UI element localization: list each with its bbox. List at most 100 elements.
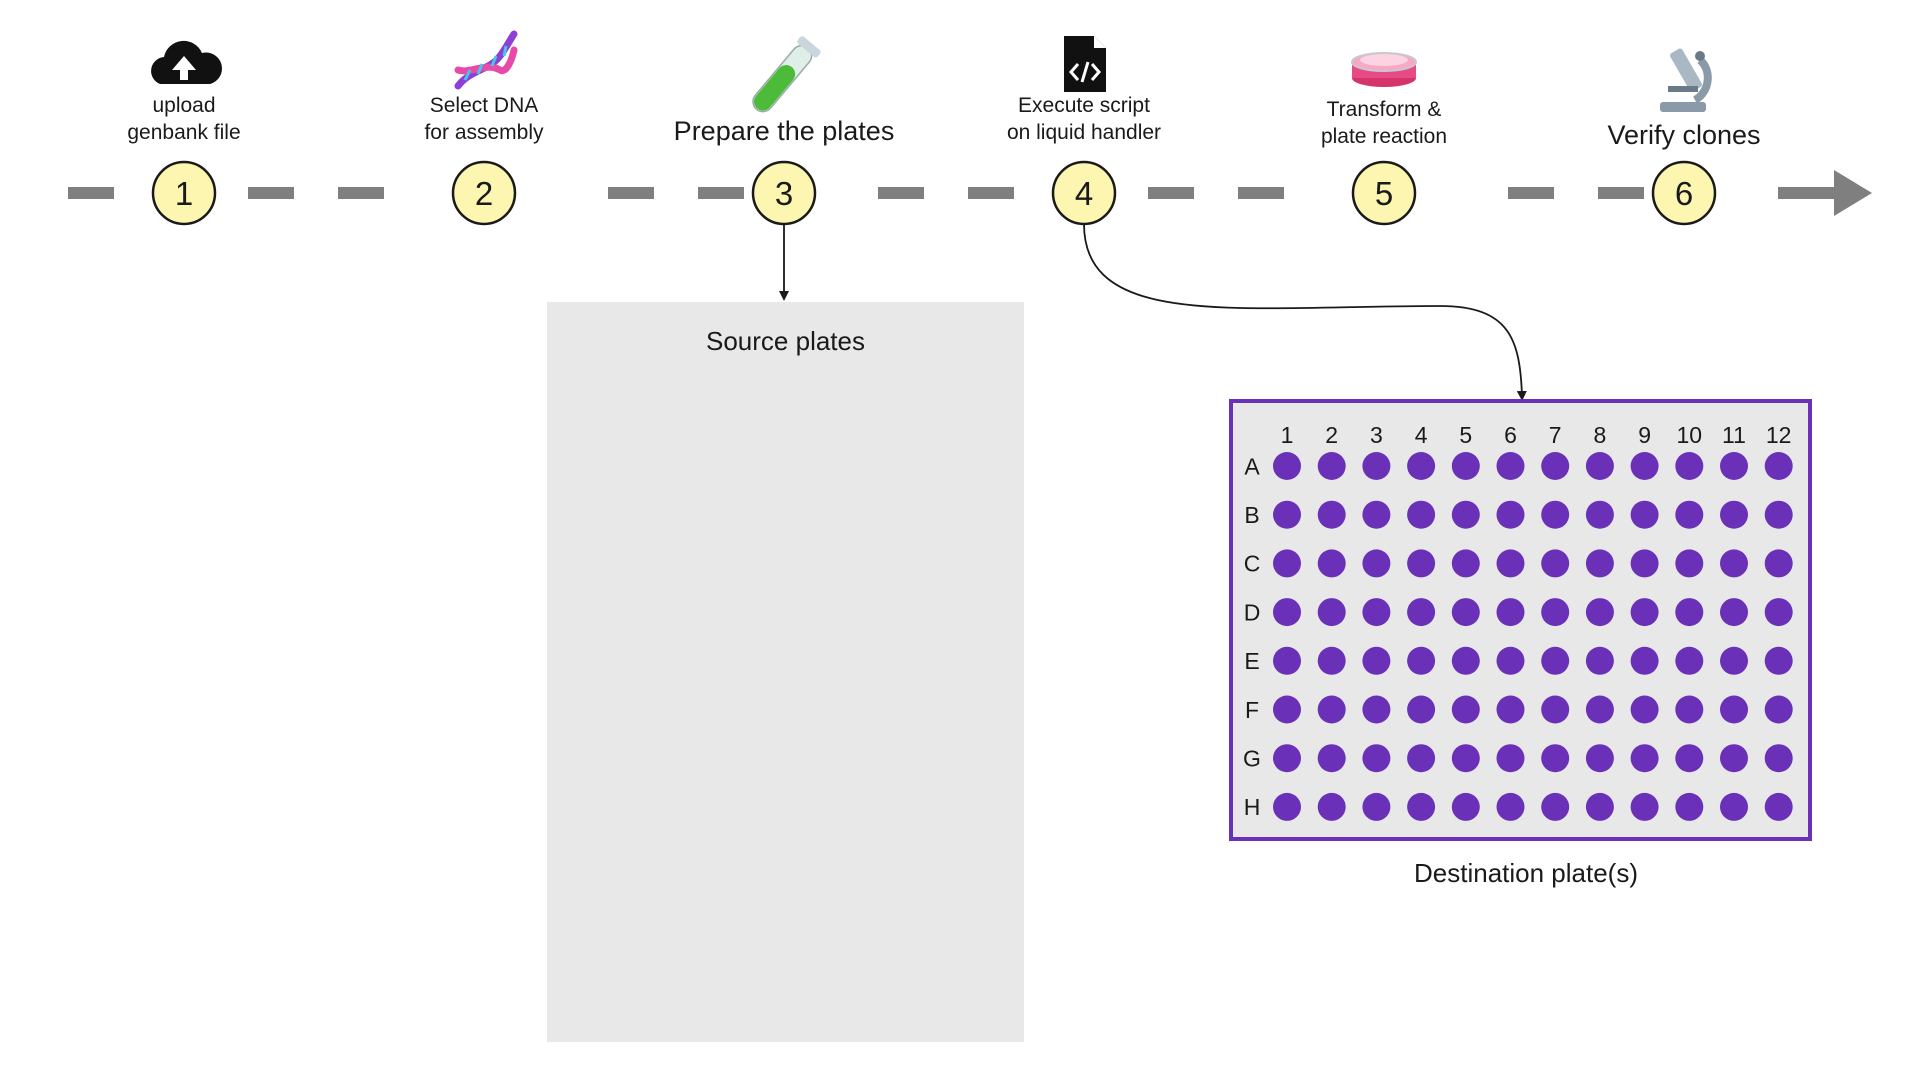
step-5-label: Transform &plate reaction <box>1321 96 1447 151</box>
well <box>1585 598 1614 627</box>
step-label-line: Prepare the plates <box>673 116 895 146</box>
well <box>1451 598 1480 627</box>
arrow-to-destination-plate <box>1083 223 1527 401</box>
step-label-line: Verify clones <box>1607 120 1761 150</box>
test-tube-icon <box>752 36 821 113</box>
petri-dish-icon <box>1351 52 1417 87</box>
well <box>1675 500 1704 529</box>
well <box>1496 646 1525 675</box>
well <box>1720 500 1748 529</box>
well <box>1362 792 1391 821</box>
well <box>1317 549 1346 578</box>
step-circle <box>1351 160 1417 226</box>
well <box>1720 744 1748 773</box>
well <box>1585 549 1614 578</box>
microscope-icon <box>1660 48 1712 112</box>
well <box>1764 598 1793 627</box>
well <box>1585 452 1614 480</box>
well <box>1451 549 1480 578</box>
well <box>1675 646 1704 675</box>
row-label: B <box>1244 502 1259 528</box>
step-3-label: Prepare the plates <box>674 114 895 149</box>
well <box>1496 744 1525 773</box>
well <box>1585 500 1614 529</box>
step-number: 2 <box>475 175 493 212</box>
well <box>1496 598 1525 627</box>
row-label: C <box>1244 551 1261 577</box>
step-label-line: upload <box>152 94 216 117</box>
step-label-line: for assembly <box>424 121 544 145</box>
step-3-marker: 3 <box>751 160 817 226</box>
well <box>1764 695 1793 724</box>
well <box>1541 549 1570 578</box>
step-label-line: plate reaction <box>1320 125 1448 149</box>
well <box>1764 646 1793 675</box>
column-label: 5 <box>1459 422 1472 448</box>
step-2-label: Select DNA for assembly <box>424 92 543 147</box>
well <box>1541 744 1570 773</box>
well <box>1362 452 1391 480</box>
well <box>1675 598 1704 627</box>
well <box>1630 549 1659 578</box>
well <box>1764 744 1793 773</box>
step-4-marker: 4 <box>1051 160 1117 226</box>
well <box>1362 549 1391 578</box>
step-2-marker: 2 <box>451 160 517 226</box>
well <box>1317 500 1346 529</box>
step-icons <box>151 30 1712 113</box>
well <box>1407 646 1436 675</box>
well <box>1541 695 1570 724</box>
well <box>1317 452 1346 480</box>
column-label: 10 <box>1677 422 1703 448</box>
well <box>1273 598 1301 627</box>
well <box>1764 452 1793 480</box>
step-4-label: Execute script on liquid handler <box>1007 92 1161 147</box>
well <box>1496 500 1525 529</box>
well <box>1496 792 1525 821</box>
well <box>1317 744 1346 773</box>
step-label-line: Execute script <box>1018 94 1150 117</box>
step-circle <box>1051 160 1117 226</box>
well <box>1541 646 1570 675</box>
well <box>1630 792 1659 821</box>
step-label-line: Select DNA <box>429 94 539 117</box>
well <box>1675 452 1704 480</box>
row-label: D <box>1244 599 1261 625</box>
step-label-line: on liquid handler <box>1006 121 1162 145</box>
well <box>1630 598 1659 627</box>
well <box>1720 549 1748 578</box>
well <box>1273 646 1301 675</box>
well <box>1675 695 1704 724</box>
well <box>1720 598 1748 627</box>
well <box>1451 646 1480 675</box>
well <box>1675 792 1704 821</box>
well <box>1273 792 1301 821</box>
well <box>1273 744 1301 773</box>
column-label: 12 <box>1766 422 1792 448</box>
step-label-line: genbank file <box>127 121 241 145</box>
step-number: 3 <box>775 175 793 212</box>
well <box>1764 792 1793 821</box>
well <box>1407 744 1436 773</box>
well <box>1451 695 1480 724</box>
well <box>1675 549 1704 578</box>
column-label: 9 <box>1638 422 1651 448</box>
column-label: 4 <box>1415 422 1428 448</box>
row-label: H <box>1244 794 1261 820</box>
connector-arrows <box>779 223 1527 401</box>
step-circle <box>451 160 517 226</box>
column-label: 3 <box>1370 422 1383 448</box>
step-circle <box>1651 160 1717 226</box>
row-label: F <box>1245 697 1259 723</box>
well <box>1496 549 1525 578</box>
well <box>1407 695 1436 724</box>
well <box>1541 500 1570 529</box>
well <box>1407 598 1436 627</box>
well <box>1362 598 1391 627</box>
well <box>1451 452 1480 480</box>
well <box>1585 646 1614 675</box>
well <box>1273 500 1301 529</box>
code-file-icon <box>1064 36 1106 92</box>
well <box>1362 500 1391 529</box>
